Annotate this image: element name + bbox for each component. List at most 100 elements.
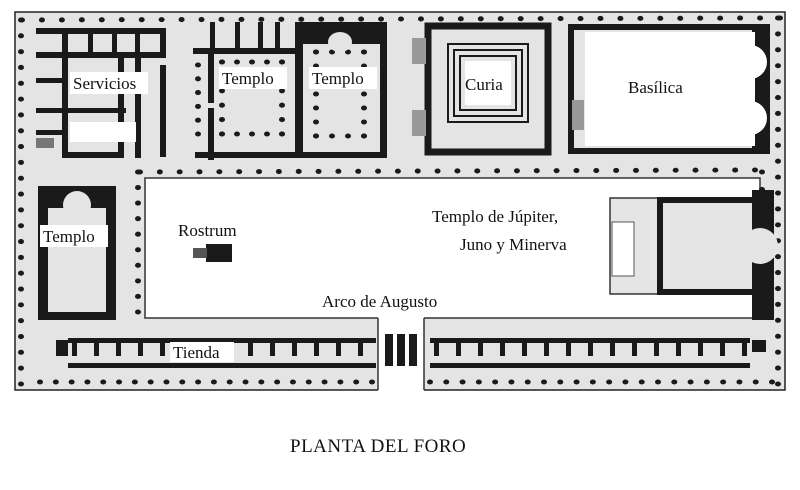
column-dot [353, 379, 360, 385]
column-dot [775, 349, 781, 355]
column-dot [737, 15, 744, 21]
label-templo-1: Templo [219, 67, 287, 89]
column-dot [219, 88, 225, 94]
column-dot [219, 117, 225, 123]
column-dot [264, 131, 270, 137]
column-dot [196, 169, 203, 175]
column-dot [18, 33, 24, 39]
column-dot [593, 167, 600, 174]
shop-wall [270, 338, 275, 356]
column-dot [256, 169, 263, 175]
column-dot [163, 379, 170, 385]
column-dot [494, 168, 501, 174]
column-dot [135, 293, 141, 299]
column-dot [597, 15, 604, 22]
svg-text:Servicios: Servicios [73, 74, 136, 93]
servicios-building [36, 28, 166, 158]
shop-wall [430, 363, 750, 368]
shop-wall [456, 338, 461, 356]
column-dot [657, 15, 664, 21]
column-dot [147, 379, 154, 385]
column-dot [775, 79, 781, 85]
blank-patch [70, 122, 136, 142]
column-dot [457, 16, 464, 22]
column-dot [156, 169, 163, 175]
column-dot [703, 379, 710, 385]
jupiter-temple-building [609, 190, 778, 320]
column-dot [329, 49, 335, 55]
column-dot [58, 17, 65, 23]
label-arco: Arco de Augusto [322, 292, 437, 311]
column-dot [279, 59, 285, 65]
shop-wall [676, 338, 681, 356]
column-dot [18, 80, 24, 86]
rostrum [193, 244, 232, 262]
column-dot [606, 379, 613, 385]
column-dot [632, 167, 639, 173]
shop-wall [248, 338, 253, 356]
column-dot [84, 379, 91, 385]
shop-wall [336, 338, 341, 356]
column-dot [279, 131, 285, 137]
templo-1-building [193, 22, 385, 160]
label-curia: Curia [465, 75, 503, 94]
column-dot [195, 62, 201, 68]
column-dot [437, 16, 444, 22]
templo-left-building [38, 186, 116, 320]
column-dot [219, 131, 225, 137]
column-dot [775, 317, 781, 323]
column-dot [557, 379, 564, 385]
column-dot [195, 117, 201, 123]
column-dot [541, 379, 547, 385]
column-dot [589, 379, 596, 385]
shop-wall [160, 338, 165, 356]
column-dot [195, 103, 201, 109]
column-dot [533, 168, 540, 174]
column-dot [178, 17, 185, 23]
column-dot [775, 95, 781, 101]
column-dot [361, 119, 367, 125]
column-dot [717, 15, 724, 21]
shop-wall [698, 338, 703, 356]
column-dot [18, 318, 24, 324]
column-dot [477, 16, 484, 22]
column-dot [378, 16, 385, 22]
shop-wall [68, 338, 376, 343]
svg-text:Templo: Templo [222, 69, 274, 88]
column-dot [692, 167, 699, 173]
shop-wall [632, 338, 637, 356]
column-dot [652, 167, 659, 173]
column-dot [345, 133, 351, 139]
column-dot [258, 16, 265, 22]
column-dot [100, 379, 107, 385]
column-dot [289, 379, 296, 385]
column-dot [775, 206, 781, 212]
column-dot [18, 254, 24, 260]
column-dot [305, 379, 312, 385]
shop-wall [478, 338, 483, 356]
column-dot [279, 117, 285, 123]
column-dot [219, 102, 225, 108]
column-dot [18, 223, 24, 229]
column-dot [752, 379, 759, 385]
shop-wall [544, 338, 549, 356]
svg-text:Tienda: Tienda [173, 343, 220, 362]
shop-wall [720, 338, 725, 356]
column-dot [78, 17, 85, 23]
column-dot [573, 168, 580, 174]
column-dot [720, 379, 727, 385]
column-dot [242, 379, 249, 385]
column-dot [338, 16, 345, 22]
column-dot [361, 133, 367, 139]
column-dot [775, 63, 781, 69]
column-dot [345, 49, 351, 55]
column-dot [474, 168, 481, 174]
column-dot [752, 167, 758, 173]
shop-wall [742, 338, 747, 356]
column-dot [775, 222, 781, 228]
column-dot [417, 16, 424, 22]
column-dot [513, 168, 520, 174]
column-dot [218, 16, 225, 23]
column-dot [135, 185, 141, 191]
